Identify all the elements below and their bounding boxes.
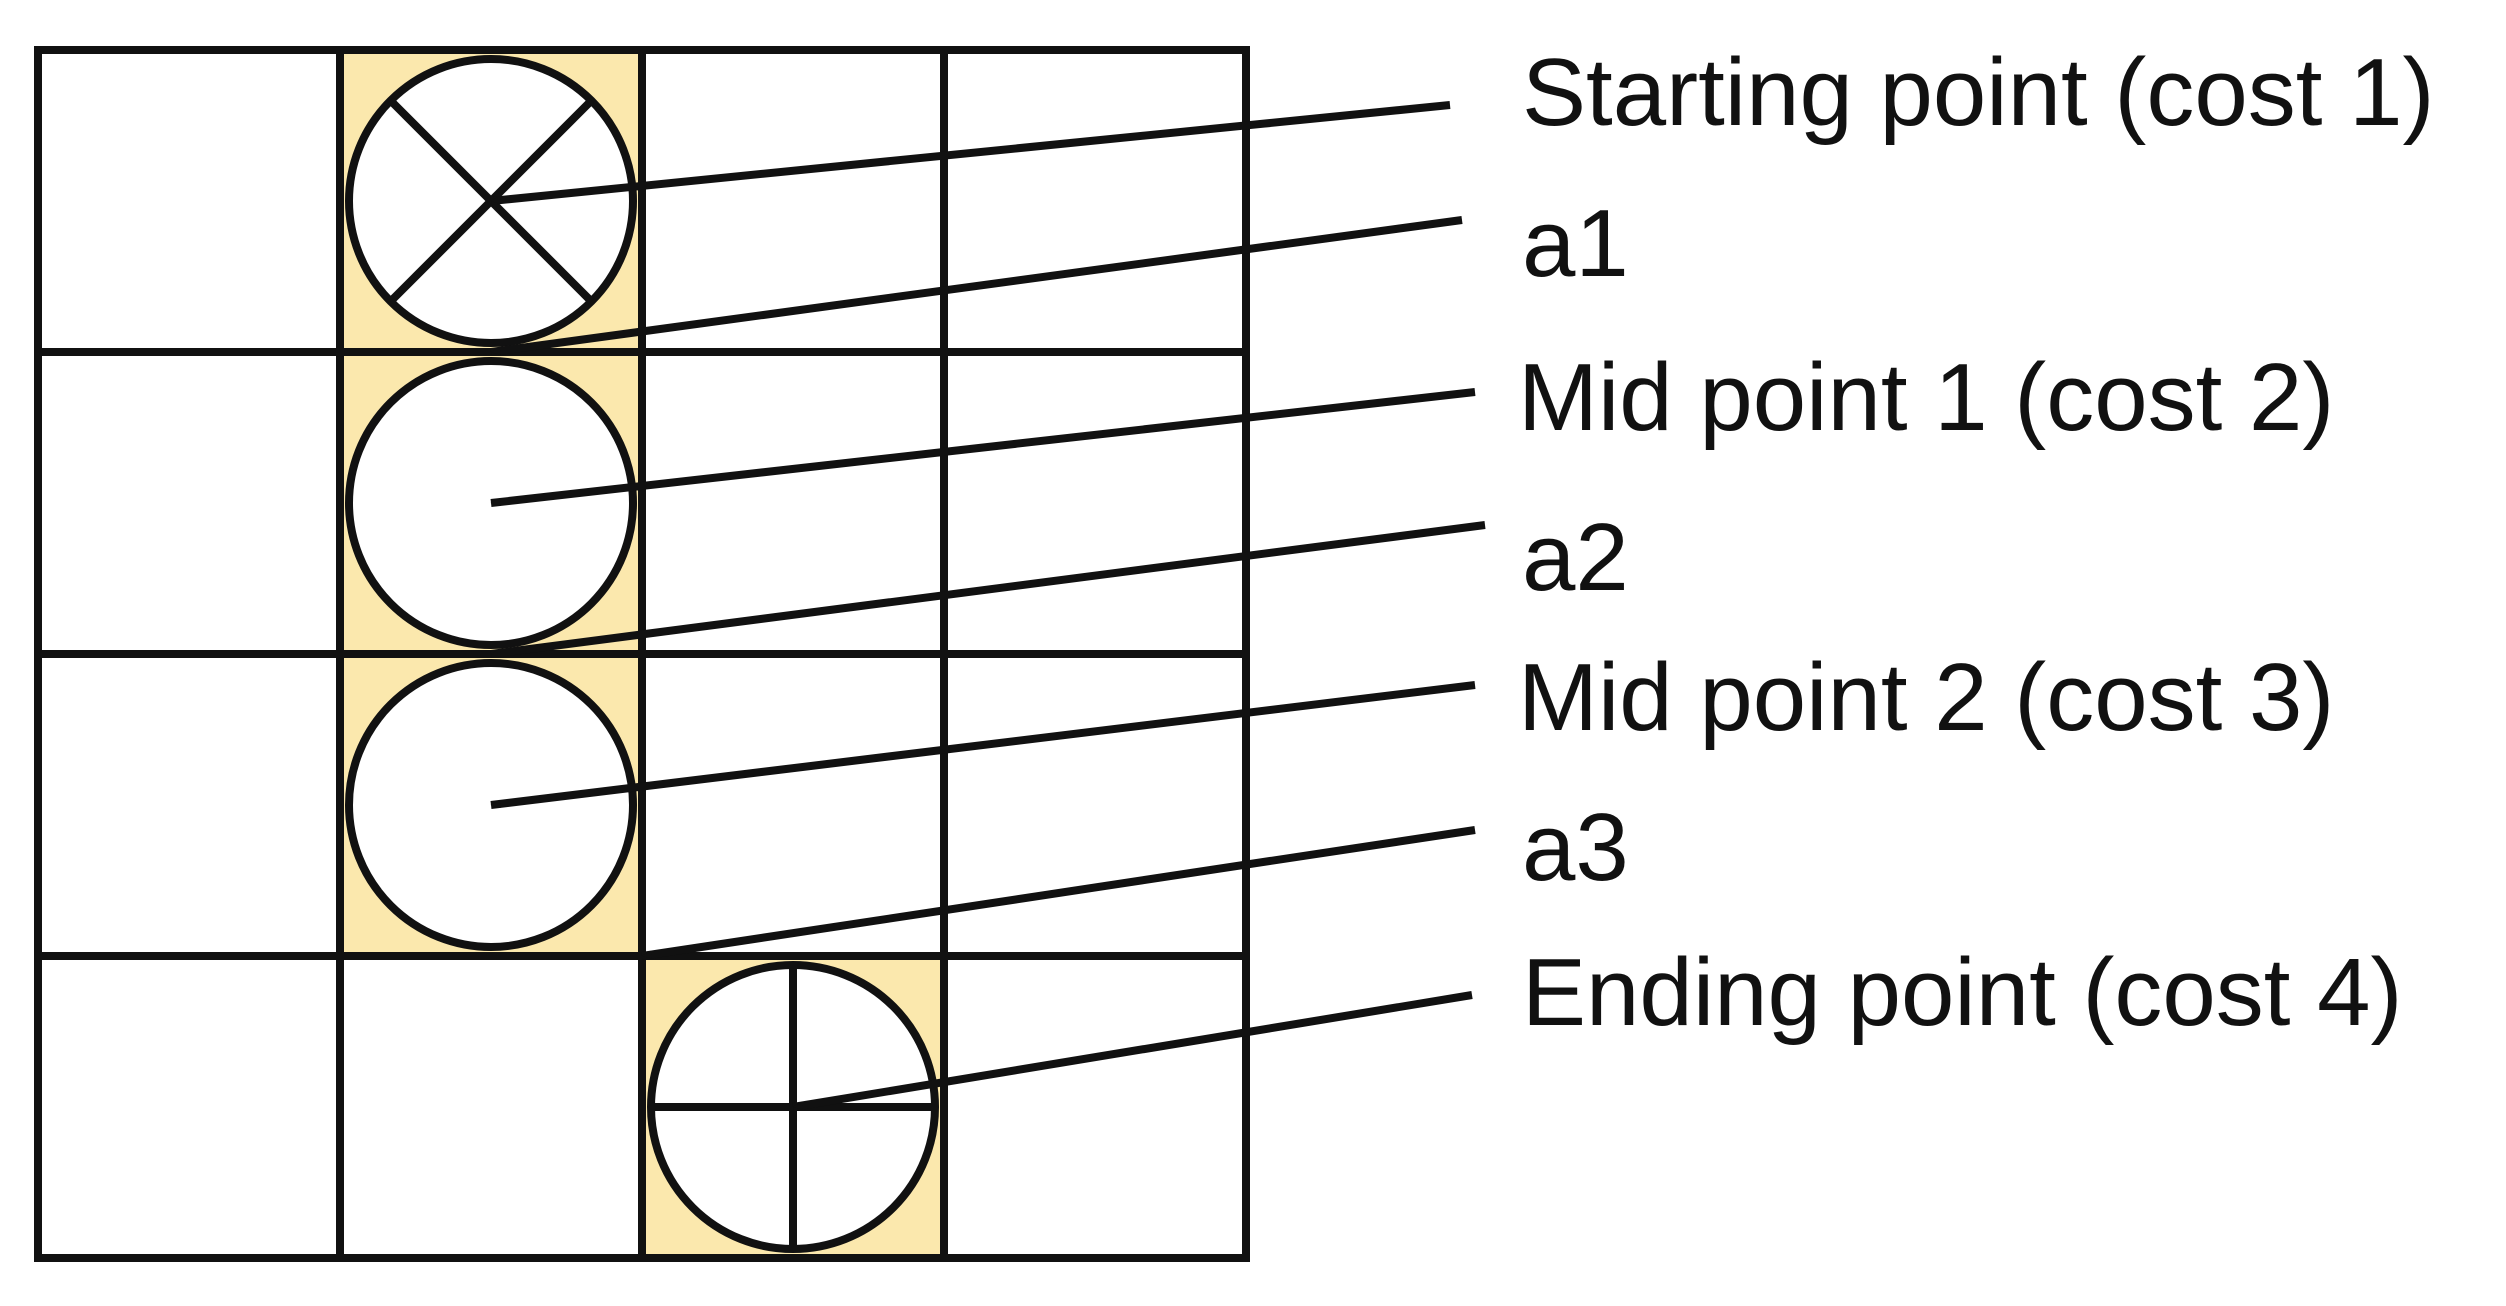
label-ending-point: Ending point (cost 4) bbox=[1522, 939, 2403, 1046]
arrow-a2 bbox=[490, 521, 1486, 658]
label-starting-point: Starting point (cost 1) bbox=[1522, 39, 2435, 146]
arrow-a1 bbox=[490, 216, 1463, 356]
arrow-ending-point bbox=[792, 991, 1473, 1111]
arrow-a3 bbox=[641, 826, 1476, 960]
leader-arrows bbox=[490, 101, 1486, 1111]
label-a1: a1 bbox=[1522, 190, 1629, 297]
arrow-mid-point-1 bbox=[490, 388, 1476, 507]
label-mid-point-2: Mid point 2 (cost 3) bbox=[1518, 644, 2335, 751]
label-a3: a3 bbox=[1522, 794, 1629, 901]
arrow-starting-point bbox=[490, 101, 1451, 205]
grid-lines bbox=[34, 46, 1250, 1262]
arrow-mid-point-2 bbox=[490, 681, 1476, 809]
label-mid-point-1: Mid point 1 (cost 2) bbox=[1518, 344, 2335, 451]
label-a2: a2 bbox=[1522, 504, 1629, 611]
